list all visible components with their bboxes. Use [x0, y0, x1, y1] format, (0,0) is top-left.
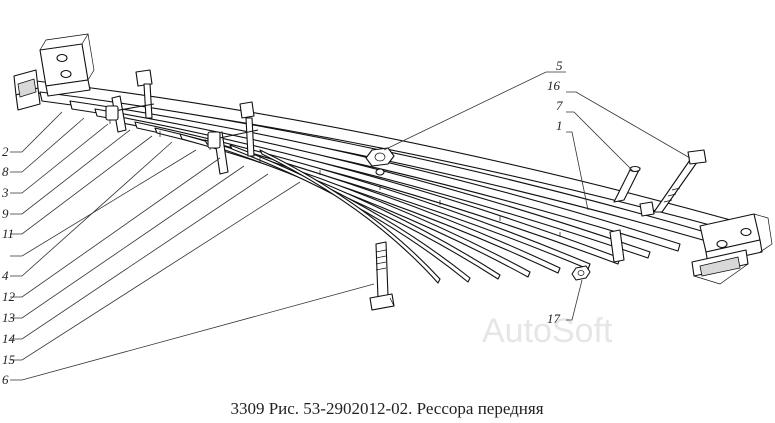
right-spring-eye	[691, 213, 773, 285]
clamp-3	[609, 201, 655, 263]
left-spring-eye	[13, 33, 95, 111]
leaf-11	[259, 149, 441, 284]
clamp-2	[207, 101, 259, 175]
center-bolt	[369, 241, 395, 311]
callout-12: 12	[2, 289, 16, 304]
pin	[613, 165, 641, 203]
callout-14: 14	[2, 331, 16, 346]
callout-11: 11	[2, 226, 14, 241]
callout-16: 16	[547, 78, 561, 93]
callout-15: 15	[2, 352, 16, 367]
callout-7: 7	[556, 98, 563, 113]
figure-caption: 3309 Рис. 53-2902012-02. Рессора передня…	[230, 399, 543, 418]
callout-2: 2	[2, 144, 9, 159]
watermark: AutoSoft	[482, 312, 613, 350]
clamp-1	[105, 69, 155, 133]
callout-13: 13	[2, 310, 16, 325]
callout-3: 3	[1, 185, 9, 200]
callout-9: 9	[2, 206, 9, 221]
callout-17: 17	[547, 311, 561, 326]
callout-5: 5	[556, 58, 563, 73]
long-bolt	[653, 149, 707, 213]
callout-1: 1	[556, 118, 563, 133]
callout-6: 6	[2, 372, 9, 387]
callout-4: 4	[2, 268, 9, 283]
callout-8: 8	[2, 164, 9, 179]
leader-lines	[10, 71, 691, 381]
small-nut	[571, 265, 591, 281]
